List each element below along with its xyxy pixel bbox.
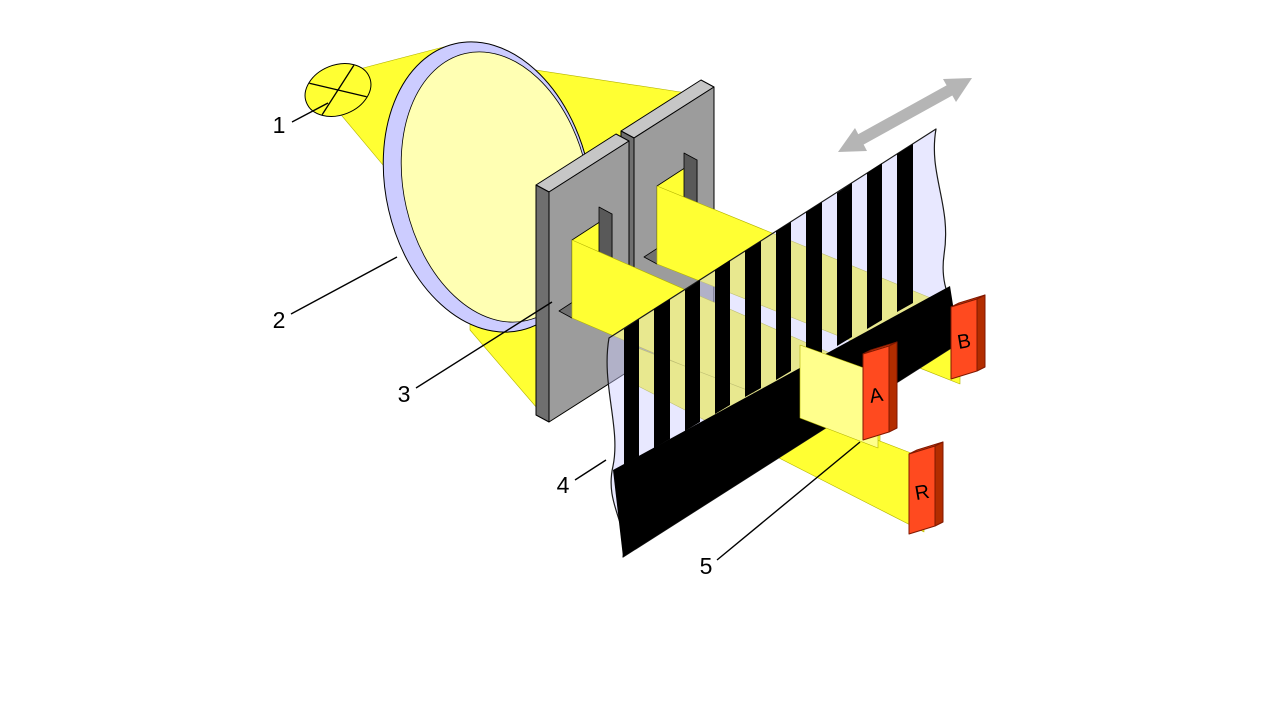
stripe (654, 299, 670, 448)
arrow-head-left (838, 128, 867, 152)
beam-segment-to-a (799, 344, 879, 449)
detector-front-face (862, 345, 890, 441)
callout-leaders (290, 102, 861, 561)
detector-front-face (950, 298, 978, 380)
detector-r: R (908, 441, 944, 535)
plate-side-face (535, 184, 550, 423)
stripe (837, 183, 852, 346)
leader-scale (574, 459, 607, 481)
leader-detectors (716, 441, 861, 561)
arrow-head-right (943, 78, 972, 102)
detector-a-label: A (868, 384, 886, 408)
callout-numbers: 1 2 3 4 5 (273, 112, 713, 579)
stripe (685, 280, 700, 431)
detector-r-label: R (913, 481, 931, 505)
stripe (897, 144, 913, 312)
detector-front-face (908, 445, 936, 535)
leader-mask (415, 301, 553, 389)
stripe (624, 319, 639, 465)
stripe (745, 241, 761, 397)
callout-3: 3 (398, 381, 411, 407)
stripe (715, 260, 730, 414)
detector-side-face (934, 441, 944, 527)
leader-lens (290, 256, 398, 315)
detector-a: A (862, 341, 898, 441)
detector-b: B (950, 294, 986, 380)
callout-1: 1 (273, 112, 286, 138)
stripe (867, 163, 882, 329)
callout-5: 5 (700, 553, 713, 579)
detector-side-face (976, 294, 986, 372)
arrow-shaft (855, 84, 955, 146)
motion-direction-arrow-icon (838, 78, 972, 152)
stripe-pattern (624, 144, 913, 465)
lamp-cross (321, 64, 355, 116)
leader-light-source (291, 102, 329, 123)
stripe (776, 222, 791, 380)
callout-4: 4 (557, 472, 570, 498)
lamp-icon (304, 63, 372, 117)
callout-2: 2 (273, 307, 286, 333)
stripe (806, 202, 822, 363)
detector-side-face (888, 341, 898, 433)
detector-b-label: B (956, 330, 973, 354)
